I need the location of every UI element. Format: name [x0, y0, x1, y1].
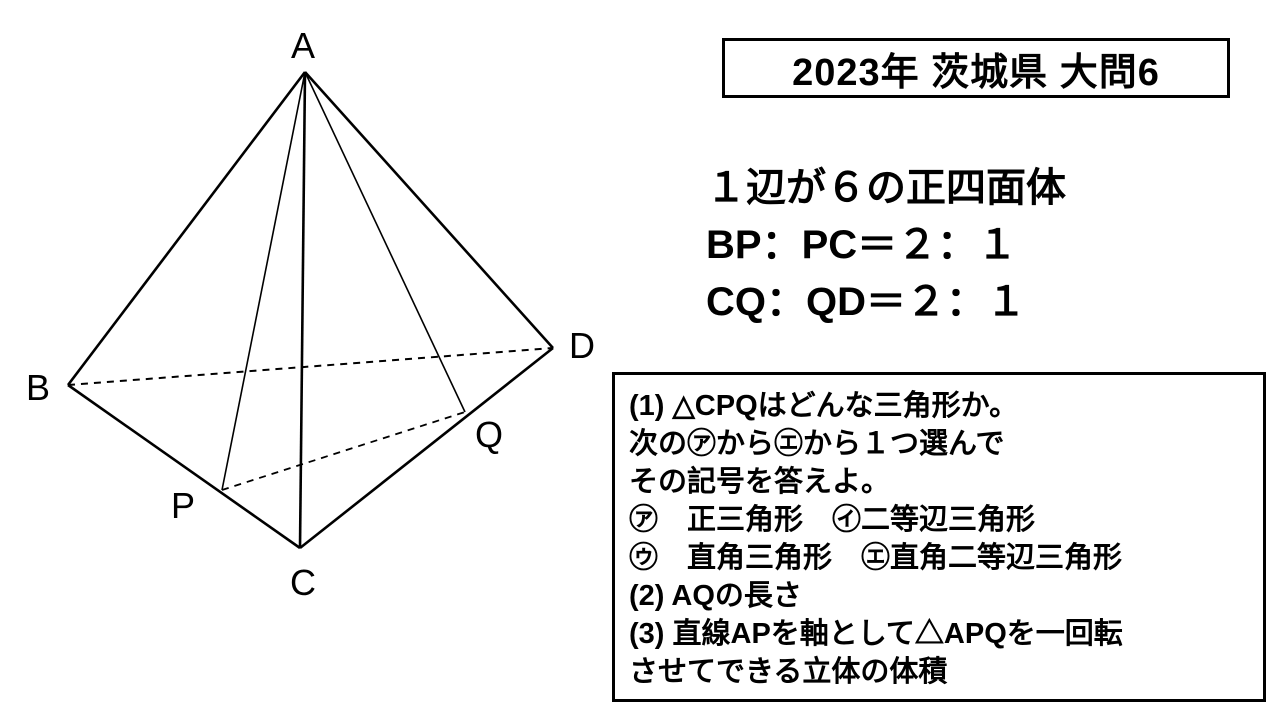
- edge-bd-hidden: [67, 347, 554, 386]
- segment-aq: [304, 71, 466, 413]
- given-line-cq-qd-ratio: CQ：QD＝２：１: [706, 280, 1026, 324]
- vertex-label-b: B: [26, 367, 50, 408]
- edge-ad: [304, 71, 554, 349]
- question-3: (3) 直線APを軸として△APQを一回転: [629, 618, 1123, 650]
- edge-bc: [67, 383, 301, 550]
- question-box: (1) △CPQはどんな三角形か。 次の㋐から㋓から１つ選んで その記号を答えよ…: [612, 372, 1266, 702]
- title-box: 2023年 茨城県 大問6: [722, 38, 1230, 98]
- choices-row-2: ㋒ 直角三角形 ㋓直角二等辺三角形: [629, 542, 1123, 574]
- vertex-label-c: C: [290, 562, 316, 603]
- question-1-choose: 次の㋐から㋓から１つ選んで: [629, 428, 1005, 460]
- question-1: (1) △CPQはどんな三角形か。: [629, 390, 1019, 422]
- question-2: (2) AQの長さ: [629, 580, 802, 612]
- edge-ab: [66, 71, 307, 386]
- vertex-label-d: D: [569, 325, 595, 366]
- segment-pq-hidden: [221, 411, 466, 491]
- given-line-bp-pc-ratio: BP：PC＝２：１: [706, 223, 1018, 267]
- page-title: 2023年 茨城県 大問6: [792, 51, 1160, 94]
- question-3-continue: させてできる立体の体積: [629, 656, 948, 688]
- given-conditions: １辺が６の正四面体 BP：PC＝２：１ CQ：QD＝２：１: [706, 160, 1066, 331]
- given-line-tetrahedron: １辺が６の正四面体: [706, 166, 1066, 210]
- vertex-label-a: A: [291, 25, 315, 66]
- tetrahedron-diagram: A B C D P Q: [26, 25, 595, 603]
- choices-row-1: ㋐ 正三角形 ㋑二等辺三角形: [629, 504, 1036, 536]
- question-1-answer: その記号を答えよ。: [629, 466, 891, 498]
- edge-cd: [299, 346, 554, 550]
- point-label-q: Q: [475, 414, 503, 455]
- edge-ac: [298, 71, 307, 549]
- segment-ap: [221, 71, 306, 491]
- point-label-p: P: [171, 485, 195, 526]
